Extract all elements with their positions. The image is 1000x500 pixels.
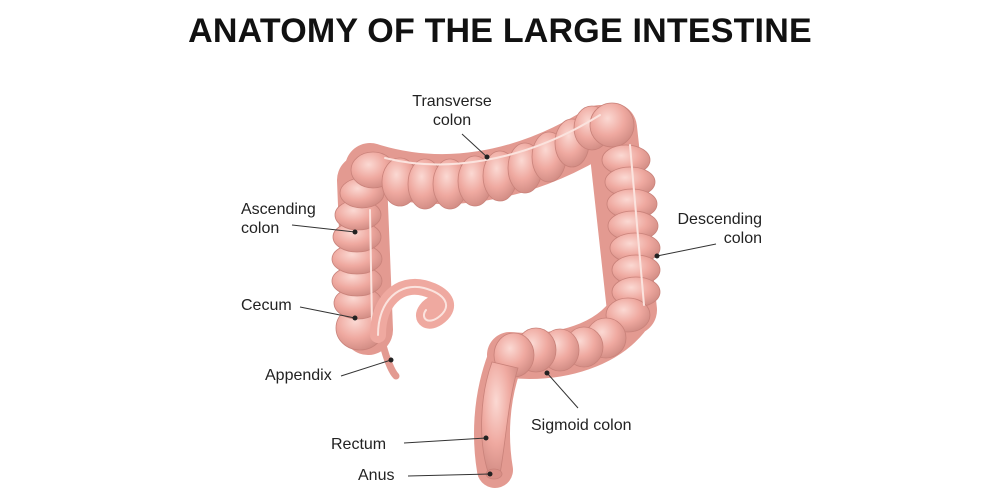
label-anus: Anus <box>358 467 395 484</box>
appendix-shape <box>379 341 400 380</box>
label-transverse-colon: Transverse colon <box>402 92 502 130</box>
label-sigmoid-colon: Sigmoid colon <box>531 417 632 434</box>
leader-ascending <box>291 224 356 233</box>
leader-sigmoid <box>546 372 579 409</box>
leader-transverse <box>461 133 488 158</box>
label-cecum: Cecum <box>241 297 292 314</box>
label-descending-colon-line1: Descending <box>677 211 763 228</box>
rectum-shape <box>481 361 519 475</box>
label-transverse-colon-line2: colon <box>432 112 472 129</box>
leader-dots <box>352 154 660 477</box>
label-rectum: Rectum <box>331 436 387 453</box>
taenia-bands <box>369 114 645 326</box>
label-ascending-colon-line1: Ascending <box>241 201 316 218</box>
label-transverse-colon-line1: Transverse <box>412 93 492 110</box>
label-descending-colon: Descending colon <box>662 210 763 248</box>
leader-descending <box>656 243 717 257</box>
label-appendix: Appendix <box>265 367 332 384</box>
leader-lines <box>291 133 717 477</box>
label-ascending-colon-line2: colon <box>241 220 280 237</box>
leader-appendix <box>340 359 392 377</box>
label-ascending-colon: Ascending colon <box>241 200 316 238</box>
label-descending-colon-line2: colon <box>723 230 762 247</box>
leader-anus <box>407 473 491 477</box>
leader-cecum <box>299 306 356 319</box>
leader-rectum <box>403 437 487 444</box>
diagram-title: ANATOMY OF THE LARGE INTESTINE <box>188 12 812 50</box>
